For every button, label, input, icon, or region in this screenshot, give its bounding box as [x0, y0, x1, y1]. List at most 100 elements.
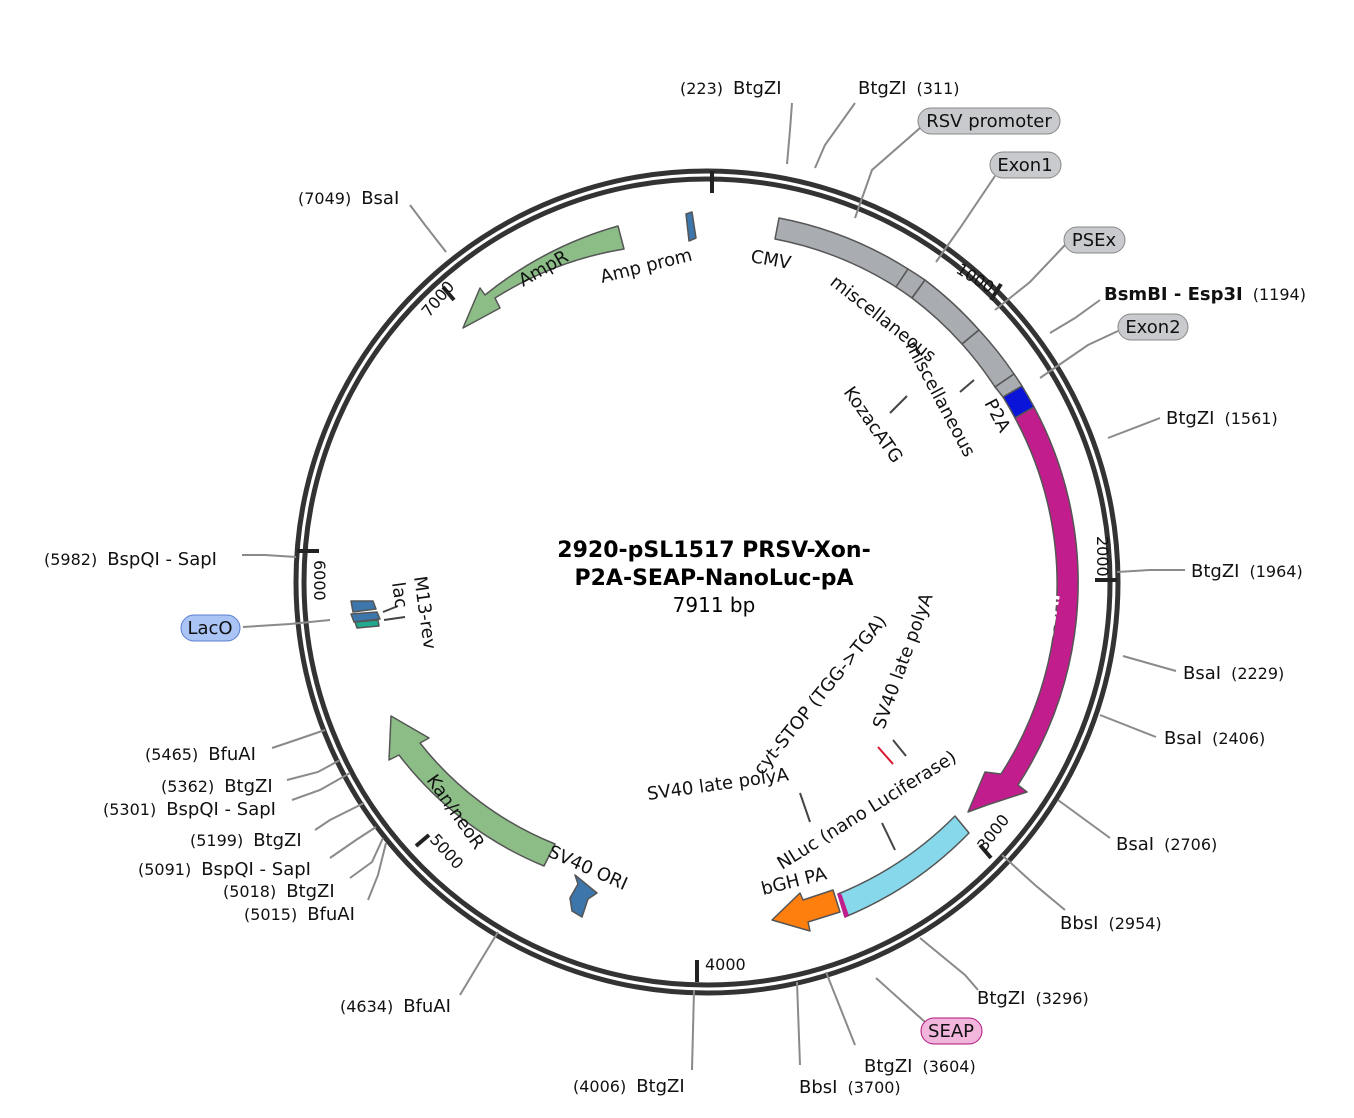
psex-box: [1063, 226, 1126, 254]
site-name-2954: BbsI: [1060, 913, 1098, 934]
sv40-polya-leader-2: [799, 792, 811, 823]
site-pos-1561: (1561): [1224, 409, 1277, 428]
plasmid-name-line-1: 2920-pSL1517 PRSV-Xon-: [557, 538, 871, 563]
feature-leader-lines: [382, 379, 975, 851]
site-name-5362: BtgZI: [224, 776, 272, 797]
site-pos-3604: (3604): [922, 1057, 975, 1076]
site-name-311: BtgZI: [858, 78, 906, 99]
feature-sv40-ori: [569, 874, 598, 918]
plasmid-title: 2920-pSL1517 PRSV-Xon- P2A-SEAP-NanoLuc-…: [514, 537, 914, 617]
feature-arcs: [350, 211, 1079, 932]
site-leader-lines: [242, 102, 1185, 1071]
site-pos-7049: (7049): [298, 189, 351, 208]
exon2-box: [1117, 313, 1189, 341]
label-misc-2: miscellaneous: [901, 337, 980, 460]
site-pos-5018: (5018): [223, 882, 276, 901]
laco-line: [242, 619, 331, 628]
site-label-2954: BbsI (2954): [1060, 913, 1162, 934]
tick-1000: [989, 282, 1003, 302]
site-line-2406: [1099, 714, 1157, 738]
site-line-5362: [286, 759, 341, 781]
site-name-5465: BfuAI: [208, 744, 256, 765]
site-pos-4634: (4634): [340, 997, 393, 1016]
site-label-5982: (5982)BspQI - SapI: [44, 549, 217, 570]
site-pos-1964: (1964): [1249, 562, 1302, 581]
site-label-2706: BsaI(2706): [1116, 834, 1217, 855]
feature-lac-2: [354, 619, 380, 629]
site-line-1194: [1049, 299, 1101, 334]
cyt-stop-marker: [877, 746, 894, 765]
site-label-3604: BtgZI(3604): [864, 1056, 976, 1077]
feature-lac-1: [350, 611, 381, 623]
site-name-3296: BtgZI: [977, 988, 1025, 1009]
site-line-3700: [796, 981, 801, 1066]
site-pos-4006: (4006): [573, 1077, 626, 1096]
site-line-2706: [1057, 799, 1111, 839]
site-pos-311: (311): [916, 79, 959, 98]
label-cyt-stop: cyt-STOP (TGG->TGA): [750, 611, 892, 779]
lac-leader: [383, 616, 406, 621]
plasmid-name-line-2: P2A-SEAP-NanoLuc-pA: [574, 566, 854, 591]
site-label-1561: BtgZI (1561): [1166, 408, 1278, 429]
site-line-5301: [291, 772, 351, 801]
site-name-223: BtgZI: [733, 78, 781, 99]
site-line-4634: [459, 931, 499, 996]
feature-bgh-pa: [771, 889, 841, 932]
site-label-1194: BsmBI - Esp3I(1194): [1104, 284, 1306, 305]
rsv-promoter-text: RSV promoter: [926, 111, 1052, 132]
psex-line: [994, 243, 1067, 311]
site-pos-5015: (5015): [244, 905, 297, 924]
site-label-7049: (7049)BsaI: [298, 188, 399, 209]
site-pos-5982: (5982): [44, 550, 97, 569]
site-pos-223: (223): [680, 79, 723, 98]
exon1-line: [935, 175, 996, 263]
site-label-4634: (4634)BfuAI: [340, 996, 451, 1017]
site-label-3700: BbsI (3700): [799, 1077, 901, 1098]
site-line-2229: [1122, 655, 1177, 672]
label-cmv: CMV: [749, 246, 793, 274]
site-line-223: [786, 102, 793, 165]
exon2-text: Exon2: [1125, 317, 1180, 338]
site-name-5015: BfuAI: [307, 904, 355, 925]
site-name-3700: BbsI: [799, 1077, 837, 1098]
site-line-5091: [329, 826, 377, 859]
site-line-311: [814, 102, 856, 169]
site-pos-2229: (2229): [1231, 664, 1284, 683]
boxed-labels: RSV promoter Exon1 PSEx Exon2 SEAP LacO: [180, 107, 1189, 1045]
site-name-5301: BspQI - SapI: [166, 799, 276, 820]
feature-ampr: [462, 225, 625, 329]
label-lac: lac: [387, 581, 411, 610]
tick-marks: [297, 171, 1117, 982]
site-label-5301: (5301) BspQI - SapI: [103, 799, 276, 820]
tick-3000: [978, 843, 993, 860]
site-label-4006: (4006)BtgZI: [573, 1076, 685, 1097]
site-pos-5301: (5301): [103, 800, 156, 819]
nluc-leader: [881, 822, 896, 851]
site-label-5091: (5091)BspQI - SapI: [138, 859, 311, 880]
label-ampr: AmpR: [515, 246, 572, 291]
site-pos-3700: (3700): [847, 1078, 900, 1097]
site-pos-5199: (5199): [190, 831, 243, 850]
site-name-2229: BsaI: [1183, 663, 1221, 684]
site-name-1561: BtgZI: [1166, 408, 1214, 429]
psex-text: PSEx: [1072, 230, 1117, 251]
site-line-5199: [314, 802, 365, 831]
site-pos-5091: (5091): [138, 860, 191, 879]
site-line-5015: [367, 842, 387, 901]
site-pos-5465: (5465): [145, 745, 198, 764]
site-label-2406: BsaI(2406): [1164, 728, 1265, 749]
rsv-promoter-box: [917, 107, 1061, 135]
m13-leader: [382, 605, 399, 613]
feature-amp-prom: [685, 211, 697, 242]
feature-seap: [967, 406, 1079, 813]
site-name-1964: BtgZI: [1191, 561, 1239, 582]
feature-m13-rev: [350, 600, 377, 613]
site-line-1964: [1116, 569, 1185, 573]
tick-label-1000: 1000: [953, 259, 998, 297]
site-line-4006: [691, 989, 695, 1071]
site-name-1194: BsmBI - Esp3I: [1104, 284, 1243, 305]
site-pos-2954: (2954): [1108, 914, 1161, 933]
site-label-311: BtgZI (311): [858, 78, 960, 99]
site-pos-2406: (2406): [1212, 729, 1265, 748]
